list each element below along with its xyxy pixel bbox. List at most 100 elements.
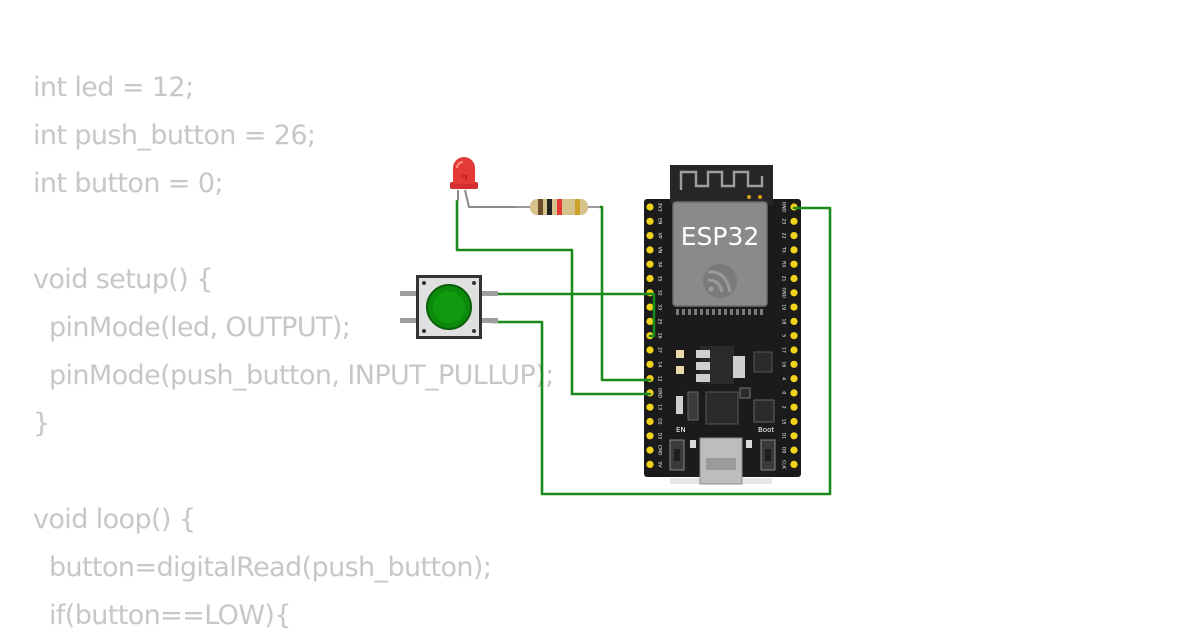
pin-label: 15 (781, 419, 787, 425)
pin-label: 32 (657, 290, 663, 296)
pin-right-2[interactable] (790, 403, 798, 411)
castellation (676, 309, 679, 315)
button-wire-1[interactable] (490, 292, 656, 338)
pin-label: 2 (781, 406, 787, 409)
castellation (760, 309, 763, 315)
pin-right-17[interactable] (790, 346, 798, 354)
pin-right-gnd[interactable] (790, 289, 798, 297)
button-wire-2[interactable] (490, 206, 832, 496)
pin-left-27[interactable] (646, 346, 654, 354)
pin-label: VN (657, 247, 663, 254)
module-shield (672, 201, 768, 307)
pin-left-13[interactable] (646, 403, 654, 411)
pin-label: 13 (657, 404, 663, 410)
pin-label: 5V (657, 461, 663, 468)
pin-label: 3V3 (657, 203, 663, 212)
antenna-trace (679, 170, 764, 190)
castellation (688, 309, 691, 315)
pin-label: 26 (657, 333, 663, 339)
pin-label: VP (657, 233, 663, 239)
board-title: ESP32 (681, 222, 760, 251)
pin-right-d1[interactable] (790, 432, 798, 440)
pin-label: 35 (657, 276, 663, 282)
pin-label: 22 (781, 233, 787, 239)
pin-left-35[interactable] (646, 274, 654, 283)
green-pushbutton[interactable] (400, 275, 498, 339)
pin-right-5[interactable] (790, 332, 798, 340)
pin-left-vn[interactable] (646, 246, 654, 254)
pin-right-4[interactable] (790, 375, 798, 383)
pin-left-d2[interactable] (646, 417, 654, 426)
pin-label: 5 (781, 334, 787, 337)
pin-right-19[interactable] (790, 303, 798, 311)
wires[interactable] (455, 199, 832, 496)
boot-label: Boot (758, 426, 774, 434)
pin-label: 12 (657, 376, 663, 382)
pin-left-cmd[interactable] (646, 446, 654, 454)
pin-right-0[interactable] (790, 389, 798, 397)
pin-left-34[interactable] (646, 260, 654, 268)
pin-right-rx[interactable] (790, 260, 798, 268)
pin-label: TX (781, 246, 787, 253)
pin-right-15[interactable] (790, 417, 798, 426)
castellation (682, 309, 685, 315)
pin-left-d3[interactable] (646, 432, 654, 440)
pin-right-22[interactable] (790, 232, 798, 240)
usb-uart-chip (705, 391, 739, 425)
castellation (718, 309, 721, 315)
pin-right-tx[interactable] (790, 246, 798, 254)
pin-left-5v[interactable] (646, 460, 654, 468)
pin-label: D1 (781, 433, 787, 440)
pin-left-3v3[interactable] (646, 203, 654, 211)
pin-right-clk[interactable] (790, 460, 798, 468)
led-cathode-wire[interactable] (455, 199, 652, 396)
pin-left-14[interactable] (646, 360, 654, 368)
red-led[interactable] (450, 157, 516, 208)
castellation (748, 309, 751, 315)
castellation (742, 309, 745, 315)
pin-label: 18 (781, 318, 787, 324)
castellation (730, 309, 733, 315)
pin-label: CMD (657, 445, 663, 456)
castellation (712, 309, 715, 315)
pin-label: GND (781, 288, 787, 299)
pin-label: 19 (781, 304, 787, 310)
pin-label: 17 (781, 347, 787, 353)
pin-left-vp[interactable] (646, 232, 654, 240)
pin-label: D2 (657, 418, 663, 425)
pin-label: 16 (781, 361, 787, 367)
pin-label: 34 (657, 261, 663, 267)
pin-left-25[interactable] (646, 317, 654, 325)
pin-right-21[interactable] (790, 274, 798, 283)
pin-left-en[interactable] (646, 217, 654, 225)
pin-label: GND (657, 388, 663, 399)
pin-label: D0 (781, 447, 787, 454)
pin-right-23[interactable] (790, 217, 798, 225)
pin-label: 27 (657, 347, 663, 353)
pin-left-33[interactable] (646, 303, 654, 311)
pin-label: 14 (657, 361, 663, 367)
castellation (754, 309, 757, 315)
pin-label: 21 (781, 276, 787, 282)
castellation (700, 309, 703, 315)
castellation (706, 309, 709, 315)
castellation (724, 309, 727, 315)
pin-label: D3 (657, 433, 663, 440)
espressif-logo-icon (703, 264, 737, 298)
pin-label: 4 (781, 377, 787, 380)
module-castellations (676, 309, 763, 315)
pin-label: RX (781, 261, 787, 267)
castellation (694, 309, 697, 315)
pin-right-18[interactable] (790, 317, 798, 325)
pin-right-16[interactable] (790, 360, 798, 368)
pin-label: EN (657, 218, 663, 224)
pin-label: GND (781, 202, 787, 213)
pin-right-d0[interactable] (790, 446, 798, 454)
pin-label: 0 (781, 391, 787, 394)
pin-label: CLK (781, 460, 787, 470)
pin-label: 25 (657, 318, 663, 324)
resistor[interactable] (516, 199, 600, 215)
